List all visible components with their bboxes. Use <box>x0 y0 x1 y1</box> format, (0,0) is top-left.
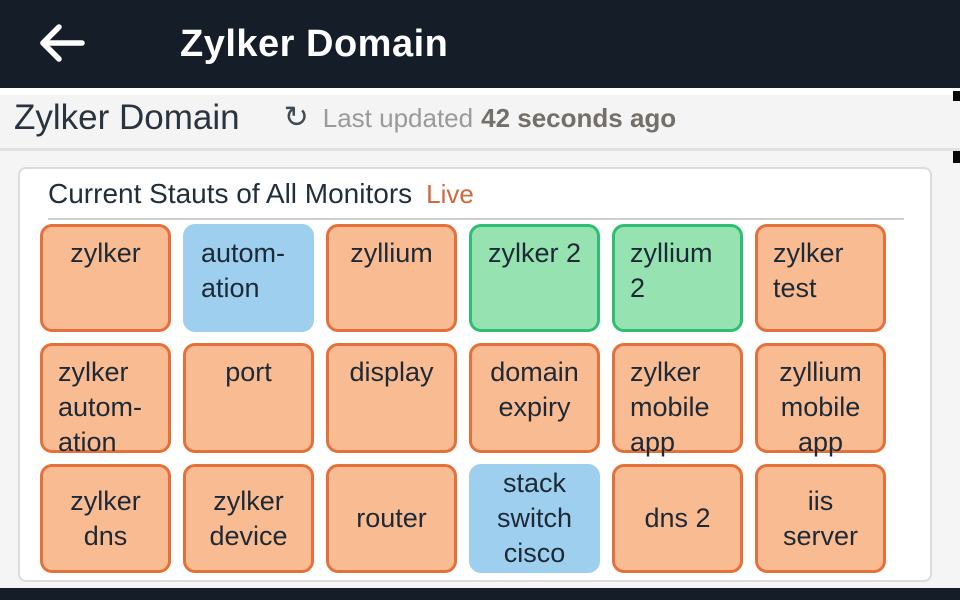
monitors-card: Current Stauts of All Monitors Live zylk… <box>18 167 932 582</box>
refresh-button[interactable]: ↻ <box>284 103 309 133</box>
bottom-bar <box>0 588 960 600</box>
monitor-tile[interactable]: zylker test <box>755 224 886 332</box>
last-updated-label: Last updated <box>322 102 474 133</box>
monitor-tile[interactable]: domain expiry <box>469 343 600 453</box>
refresh-icon: ↻ <box>283 101 309 134</box>
back-button[interactable] <box>36 22 88 66</box>
monitor-tile[interactable]: port <box>183 343 314 453</box>
card-title: Current Stauts of All Monitors <box>48 178 413 209</box>
monitor-tile[interactable]: zylker autom- ation <box>40 343 171 457</box>
monitor-tile[interactable]: zylker 2 <box>469 224 600 332</box>
scrollbar-mark <box>953 91 960 101</box>
monitor-tile[interactable]: zylker dns <box>40 464 171 573</box>
content-area: Current Stauts of All Monitors Live zylk… <box>0 151 960 588</box>
monitor-tile[interactable]: zylker mobile app <box>612 343 743 457</box>
last-updated-value: 42 seconds ago <box>481 102 677 133</box>
card-divider <box>48 218 904 220</box>
monitor-tile[interactable]: dns 2 <box>612 464 743 573</box>
monitor-tile[interactable]: stack switch cisco <box>469 464 600 573</box>
monitor-tile[interactable]: zyllium <box>326 224 457 332</box>
monitor-tile[interactable]: display <box>326 343 457 453</box>
monitor-tile[interactable]: zyllium 2 <box>612 224 743 332</box>
back-arrow-icon <box>38 23 86 66</box>
card-header: Current Stauts of All Monitors Live <box>20 169 930 210</box>
app-bar: Zylker Domain <box>0 0 960 88</box>
app-bar-title: Zylker Domain <box>180 22 449 65</box>
page-title: Zylker Domain <box>14 98 240 137</box>
monitor-tile[interactable]: iis server <box>755 464 886 573</box>
scrollbar-mark <box>953 151 960 163</box>
monitor-tile[interactable]: zylker <box>40 224 171 332</box>
live-badge: Live <box>426 179 474 209</box>
monitor-tile[interactable]: router <box>326 464 457 573</box>
monitor-tile[interactable]: zyllium mobile app <box>755 343 886 457</box>
monitor-tile[interactable]: zylker device <box>183 464 314 573</box>
monitor-tile[interactable]: autom- ation <box>183 224 314 332</box>
